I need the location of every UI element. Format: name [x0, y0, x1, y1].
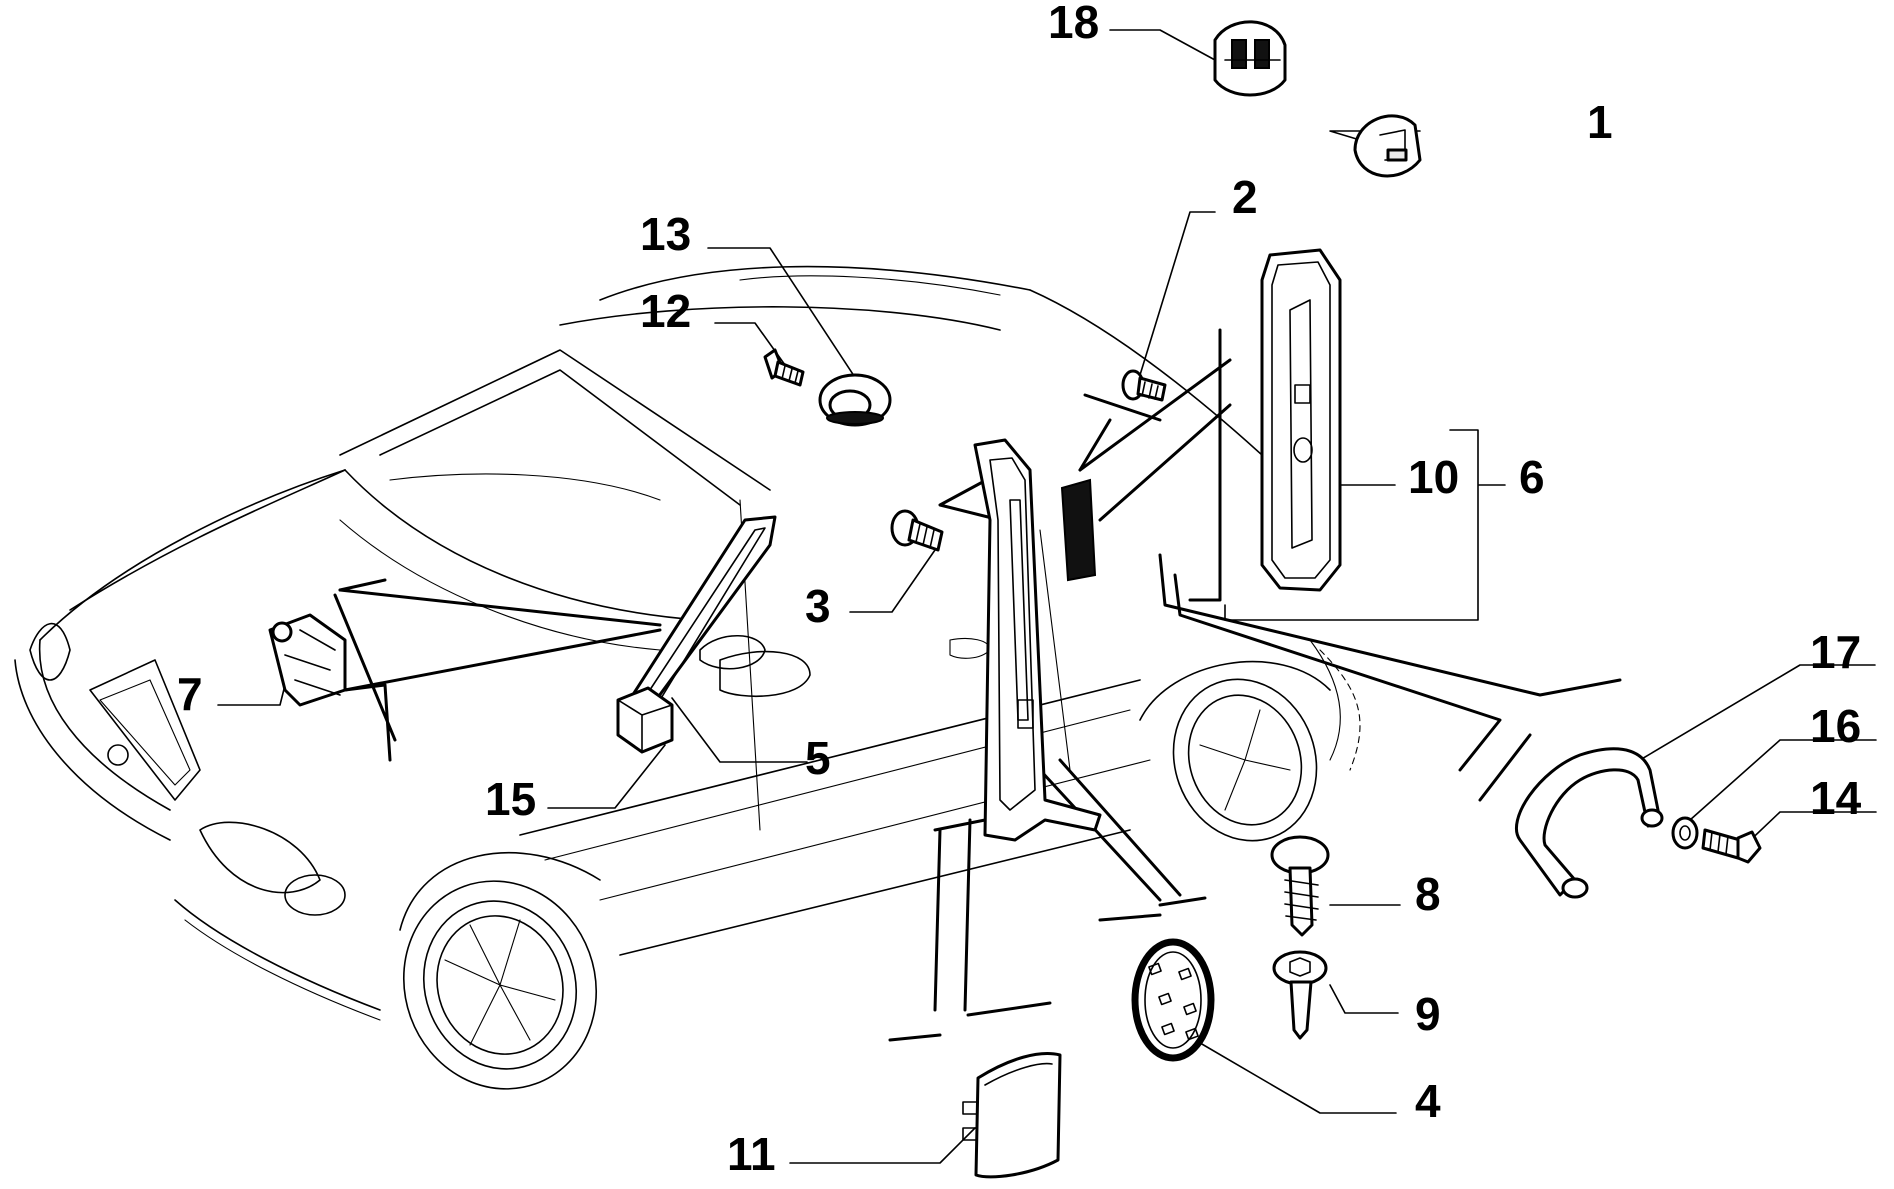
callout-8: 8 [1415, 868, 1441, 920]
callout-6: 6 [1519, 451, 1545, 503]
part-1-cap [1353, 114, 1422, 178]
car-outline [14, 265, 1361, 1090]
callout-9: 9 [1415, 988, 1441, 1040]
callout-18: 18 [1048, 0, 1099, 48]
callout-16: 16 [1810, 700, 1861, 752]
part-10-trim-panel [1260, 248, 1342, 592]
part-7-bracket [268, 613, 347, 707]
callout-17: 17 [1810, 626, 1861, 678]
part-18-clip [1213, 20, 1287, 97]
callout-7: 7 [177, 668, 203, 720]
callout-11: 11 [727, 1128, 776, 1180]
part-13-clip [818, 373, 892, 427]
part-15-pad [616, 686, 674, 754]
callout-13: 13 [640, 208, 691, 260]
callout-1: 1 [1587, 96, 1613, 148]
part-4-grommet [1131, 938, 1215, 1062]
callout-4: 4 [1415, 1075, 1441, 1127]
callout-12: 12 [640, 285, 691, 337]
part-17-grab-handle [1514, 747, 1664, 899]
part-14-bolt [1701, 828, 1762, 864]
callout-14: 14 [1810, 772, 1862, 824]
part-b-pillar-lower-trim [973, 438, 1102, 842]
part-2-screw [1121, 369, 1167, 402]
callout-15: 15 [485, 773, 536, 825]
part-9-screw [1272, 950, 1328, 1040]
callout-labels: 18 1 2 13 12 10 6 3 17 7 16 5 14 15 8 9 … [177, 0, 1862, 1180]
part-12-bolt [763, 348, 805, 387]
part-black-strip [1060, 478, 1097, 582]
part-16-washer [1671, 816, 1699, 850]
leader-lines [217, 29, 1877, 1164]
callout-3: 3 [805, 580, 831, 632]
part-11-cover [962, 1052, 1062, 1179]
part-3-screw [890, 509, 944, 552]
callout-2: 2 [1232, 171, 1258, 223]
callout-10: 10 [1408, 451, 1459, 503]
part-8-push-clip [1270, 835, 1330, 937]
callout-5: 5 [805, 732, 831, 784]
